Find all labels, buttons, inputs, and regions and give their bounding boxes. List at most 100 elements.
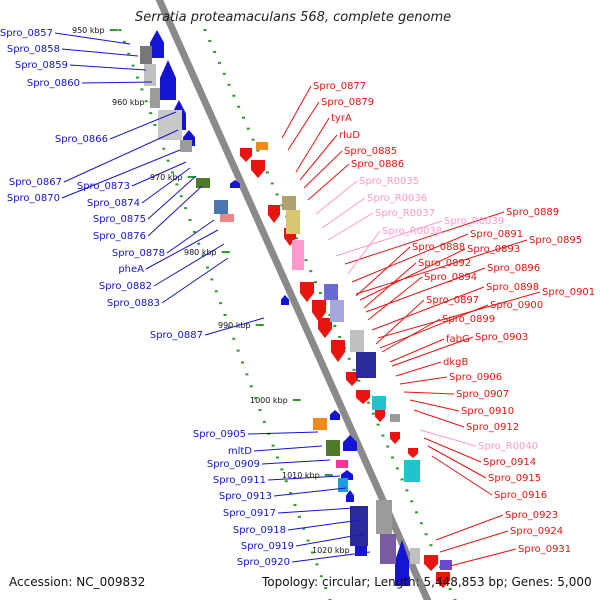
left-leader-line (61, 48, 139, 57)
forward-gene-arrow (424, 555, 438, 571)
left-leader-line (61, 149, 181, 199)
inner-dot (118, 29, 122, 31)
right-leader-line (307, 163, 350, 201)
outer-dot (395, 467, 399, 470)
gene-features (140, 30, 452, 588)
outer-dot (318, 292, 322, 295)
gene-content-block (356, 352, 376, 378)
outer-dot (357, 379, 361, 382)
gene-content-block (180, 140, 192, 152)
gene-content-block (256, 142, 268, 150)
forward-gene-arrow (375, 410, 385, 422)
left-gene-label: Spro_0883 (107, 298, 160, 309)
right-gene-label: Spro_0916 (494, 490, 547, 501)
gene-content-block (220, 214, 234, 222)
right-leader-line (347, 230, 381, 275)
right-gene-label: Spro_R0036 (367, 193, 427, 204)
left-gene-label: Spro_0878 (112, 248, 165, 259)
summary-text: Topology: circular; Length: 5,448,853 bp… (261, 575, 592, 589)
outer-dot (424, 533, 428, 536)
outer-dot (352, 368, 356, 371)
left-leader-line (273, 487, 347, 497)
right-gene-label: Spro_R0040 (478, 441, 538, 452)
left-leader-line (166, 219, 215, 254)
right-gene-label: Spro_0907 (456, 389, 509, 400)
reverse-gene-arrow (160, 60, 176, 100)
left-gene-label: Spro_0858 (7, 44, 60, 55)
kbp-tick-label: 1010 kbp (282, 471, 320, 480)
right-gene-label: dkgB (443, 357, 468, 368)
inner-dot (214, 290, 218, 293)
right-gene-label: Spro_0912 (466, 422, 519, 433)
forward-gene-arrow (240, 148, 252, 162)
right-gene-label: Spro_R0035 (359, 176, 419, 187)
reverse-gene-arrow (346, 490, 354, 502)
outer-dot (232, 94, 236, 97)
left-leader-line (277, 507, 355, 514)
gene-content-block (350, 330, 364, 352)
inner-dot (223, 314, 227, 316)
outer-dot (405, 489, 409, 492)
right-leader-line (355, 246, 411, 297)
outer-dot (391, 456, 394, 459)
right-leader-line (375, 299, 425, 345)
inner-dot (127, 52, 131, 55)
left-leader-line (153, 243, 225, 287)
inner-dot (315, 563, 319, 566)
inner-dot (324, 587, 328, 590)
right-gene-label: Spro_0894 (424, 272, 477, 283)
right-leader-line (431, 455, 493, 496)
forward-gene-arrow (346, 372, 358, 386)
right-leader-line (389, 338, 445, 363)
outer-dot (256, 149, 260, 152)
left-gene-label: Spro_0857 (0, 28, 53, 39)
inner-dot (284, 480, 288, 483)
inner-dot (131, 64, 135, 67)
forward-gene-arrow (436, 572, 450, 588)
kbp-tick-label: 1020 kbp (312, 546, 350, 555)
gene-content-block (282, 196, 296, 210)
forward-gene-arrow (251, 160, 265, 178)
right-leader-line (439, 530, 509, 553)
outer-dot (213, 50, 217, 53)
accession-text: Accession: NC_009832 (9, 575, 145, 589)
inner-dot (171, 171, 174, 174)
inner-dot (122, 40, 126, 43)
right-gene-label: tyrA (331, 113, 352, 124)
inner-dot (144, 100, 148, 103)
outer-dot (217, 61, 221, 64)
right-gene-label: Spro_0900 (490, 300, 543, 311)
right-leader-line (321, 197, 366, 229)
right-gene-label: Spro_0896 (487, 263, 540, 274)
right-gene-label: Spro_0899 (442, 314, 495, 325)
outer-dot (275, 193, 279, 196)
left-gene-label: Spro_0860 (27, 78, 80, 89)
gene-content-block (196, 178, 210, 188)
right-leader-line (449, 548, 517, 567)
inner-dot (306, 539, 310, 542)
gene-content-block (390, 414, 400, 422)
left-leader-line (247, 431, 319, 435)
right-gene-label: Spro_0931 (518, 544, 571, 555)
inner-dot (271, 444, 275, 447)
right-leader-line (379, 304, 489, 349)
forward-gene-arrow (331, 340, 345, 362)
inner-dot (276, 456, 279, 459)
left-leader-line (109, 111, 177, 140)
gene-content-block (330, 300, 344, 322)
gene-content-block (410, 548, 420, 564)
left-leader-line (261, 459, 331, 465)
right-leader-line (367, 276, 423, 321)
gene-content-block (404, 460, 420, 482)
inner-dot (179, 195, 183, 198)
inner-dot (184, 207, 188, 210)
outer-dot (347, 357, 351, 360)
outer-dot (400, 478, 404, 481)
outer-dot (415, 511, 419, 514)
outer-dot (410, 500, 414, 503)
inner-dot (197, 242, 201, 245)
left-gene-label: Spro_0905 (193, 429, 246, 440)
outer-dot (314, 281, 318, 284)
right-gene-label: Spro_0885 (344, 146, 397, 157)
right-leader-line (371, 286, 485, 331)
